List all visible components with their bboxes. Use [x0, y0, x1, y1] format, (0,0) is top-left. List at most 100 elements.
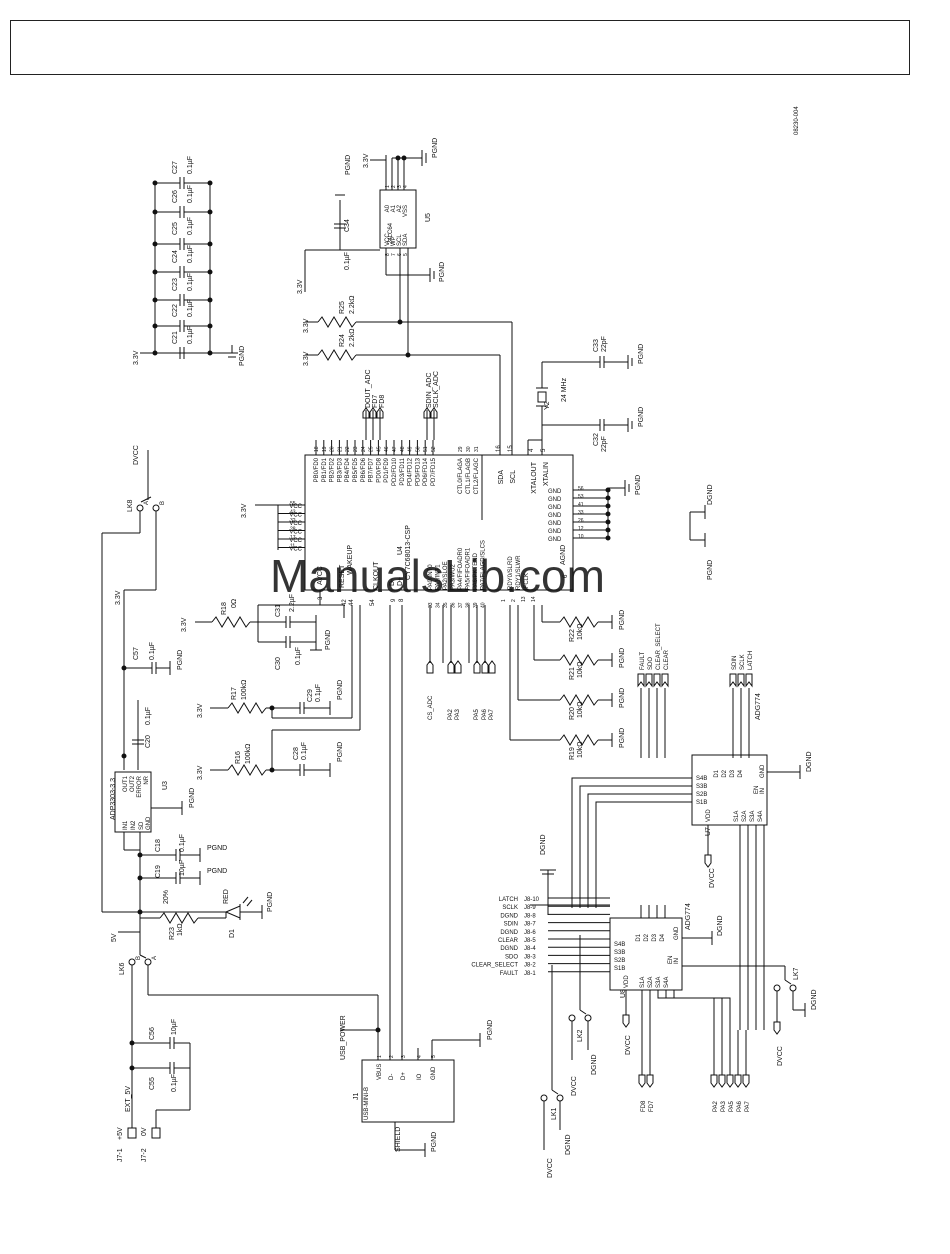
- u4-scl-num: 15: [508, 445, 514, 452]
- u8-out-pa2: PA2: [713, 1100, 719, 1112]
- r24-ref: R24: [339, 334, 346, 347]
- j1-pin-d+: D+: [401, 1072, 407, 1080]
- u7-input-latch: LATCH: [748, 651, 754, 670]
- u4-pin-num: 34: [436, 602, 442, 608]
- y2-ref: Y2: [544, 401, 551, 410]
- u4-pin-num: 14: [531, 596, 537, 602]
- u8-out-pa7: PA7: [745, 1100, 751, 1112]
- net-pgnd-c18: PGND: [207, 845, 227, 852]
- u8-pin-s3a: S3A: [656, 977, 662, 988]
- r23-tol: 20%: [163, 890, 170, 904]
- cap-value-c27: 0.1µF: [187, 156, 194, 174]
- u7-pin-s3b: S3B: [696, 784, 707, 790]
- u4-pin-port: PD3/FD11: [400, 457, 406, 485]
- crystal-y2: PGND C33 22pF Y2 24 MHz PGND C32 22pF: [536, 336, 645, 455]
- u8-out-pa5: PA5: [729, 1100, 735, 1112]
- cap-ref-c23: C23: [172, 278, 179, 291]
- j1-pin-num: 1: [377, 1055, 383, 1058]
- u5-pin-num: 4: [403, 185, 409, 188]
- c18-ref: C18: [155, 839, 162, 852]
- junction-dot: [207, 209, 213, 215]
- c28-ref: C28: [293, 747, 300, 760]
- u4-pin-num: 10: [578, 534, 584, 540]
- j1-pin-num: 4: [417, 1055, 423, 1058]
- u5-pin-scl: SCL: [397, 234, 403, 246]
- u4-pin-num: 32: [290, 518, 296, 524]
- u4-pin-num: 19: [322, 446, 328, 452]
- c19-ref: C19: [155, 865, 162, 878]
- u7-pin-s3a: S3A: [750, 811, 756, 822]
- u4-pin-num: 1: [501, 599, 507, 602]
- u4-xtalout: XTALOUT: [531, 461, 538, 493]
- sig-pa6: PA6: [482, 708, 488, 720]
- u4-pin-port: PD5/FD13: [415, 457, 421, 486]
- u4-pin-ctl: CTL1/FLAGB: [466, 458, 472, 494]
- u4-pin-num: 50: [415, 446, 421, 452]
- u4-pin-port: PB2/FD2: [330, 457, 336, 482]
- i2c-pullups: R25 2.2kΩ 3.3V R24 2.2kΩ 3.3V: [303, 296, 513, 455]
- u4-clkout: CLKOUT: [373, 561, 380, 590]
- u4-pin-num: 36: [451, 602, 457, 608]
- u4-pin-pa: PA7/FLAGD/SLCS: [481, 540, 487, 590]
- lk7-ref: LK7: [793, 967, 800, 980]
- u4-pin-num: 13: [521, 596, 527, 602]
- u4-pin-port: PB3/FD3: [337, 457, 343, 482]
- j8-name-5: CLEAR: [498, 938, 519, 944]
- c19-value: 10µF: [179, 860, 186, 876]
- j8-pin-1: J8-9: [524, 905, 536, 911]
- c30-ref: C30: [275, 657, 282, 670]
- j1-pin-io: IO: [417, 1073, 423, 1080]
- u4-pin-port: PB4/FD4: [345, 457, 351, 482]
- u4-pin-pa: PA4/FIFOADR0: [458, 547, 464, 590]
- net-pgnd-r19: PGND: [619, 728, 626, 748]
- u5-pin-num: 8: [385, 253, 391, 256]
- u7-pin-s1b: S1B: [696, 800, 707, 806]
- u4-xtalout-num: 4: [529, 448, 535, 452]
- u4-pin-num: 31: [474, 446, 480, 452]
- u5-ref: U5: [425, 213, 432, 222]
- r24-value: 2.2kΩ: [349, 329, 356, 347]
- resistor-symbol: [559, 694, 599, 706]
- u4-pin-num: 53: [578, 494, 584, 500]
- c32-value: 22pF: [601, 436, 608, 452]
- u4-agnd: AGND: [560, 545, 567, 565]
- u4-pin-vcc: VCC: [289, 547, 302, 553]
- u4-reset: RESET: [339, 564, 346, 588]
- u4-pin-gnd: GND: [548, 505, 562, 511]
- c55-ref: C55: [149, 1077, 156, 1090]
- net-pgnd-c32: PGND: [638, 407, 645, 427]
- u8-out-pa6: PA6: [737, 1100, 743, 1112]
- u4-sda-num: 16: [496, 445, 502, 452]
- u7-pin-d1: D1: [714, 769, 720, 777]
- r25-ref: R25: [339, 301, 346, 314]
- net-pgnd-c19: PGND: [207, 868, 227, 875]
- lk8-rail: DVCC LK8 A B 3.3V C57 0.1µF PGND C20 0.1…: [101, 445, 184, 913]
- power-led: R23 1kΩ 20% D1 RED PGND: [137, 889, 274, 940]
- u4-pin-ctl: CTL0/FLAGA: [458, 458, 464, 494]
- u4-reset-num: 42: [342, 599, 348, 606]
- c34-ref: C34: [344, 219, 351, 232]
- r25-value: 2.2kΩ: [349, 296, 356, 314]
- j1-pin-vbus: VBUS: [377, 1064, 383, 1080]
- junction-dot: [152, 241, 158, 247]
- pulldown-ref-r20: R20: [569, 707, 576, 720]
- j1-part: USB-MINI-B: [364, 1087, 370, 1120]
- u5-pin-a0: A0: [385, 204, 391, 212]
- d1-ref: D1: [229, 929, 236, 938]
- u4-pin-gnd: GND: [548, 497, 562, 503]
- j8-name-9: FAULT: [500, 971, 519, 977]
- net-pgnd-c28: PGND: [337, 742, 344, 762]
- u4-pin-num: 12: [578, 526, 584, 532]
- u8-pin-d4: D4: [660, 933, 666, 941]
- c57-ref: C57: [133, 647, 140, 660]
- u4-usb-controller: PB0/FD018PB1/FD119PB2/FD220PB3/FD321PB4/…: [241, 439, 642, 608]
- label-sdin-adc: SDIN_ADC: [426, 373, 433, 408]
- u3-pin-nr: NR: [144, 775, 150, 784]
- net-3v3-u4: 3.3V: [241, 503, 248, 518]
- cap-ref-c26: C26: [172, 190, 179, 203]
